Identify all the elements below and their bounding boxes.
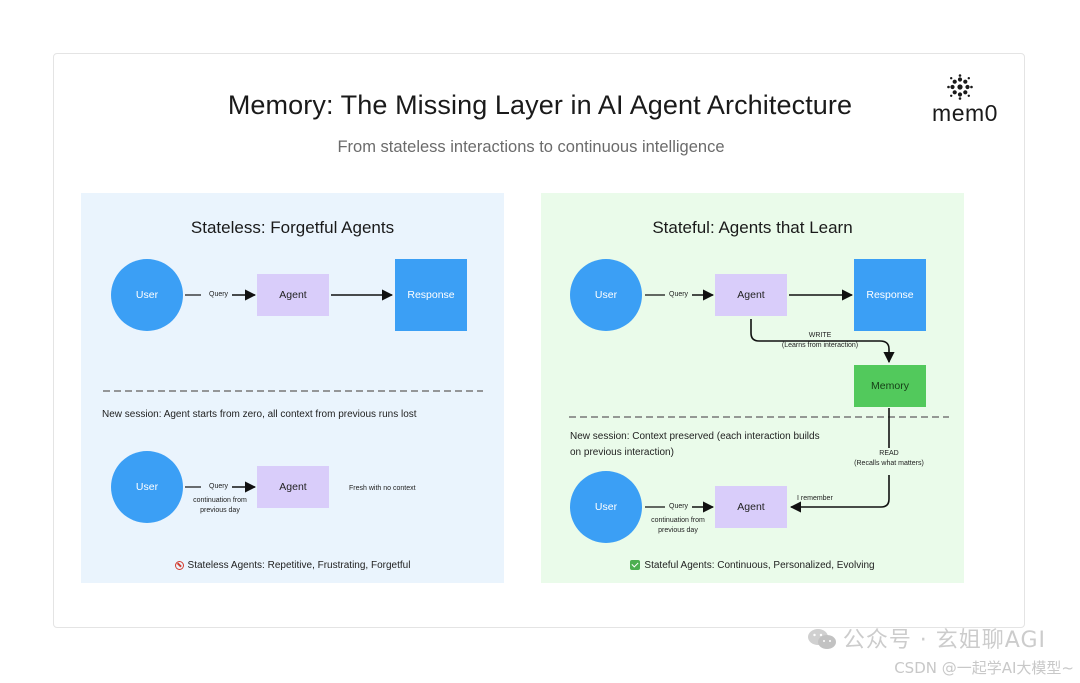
query-label: Query [669, 291, 689, 298]
continuation-line-1: continuation from [651, 517, 705, 524]
session-note: New session: Agent starts from zero, all… [102, 409, 417, 420]
write-label-sub: (Learns from interaction) [781, 342, 859, 350]
stateless-footer-text: Stateless Agents: Repetitive, Frustratin… [187, 560, 411, 571]
mem0-wordmark: mem0 [932, 100, 998, 126]
query-label-new-session: Query [669, 503, 689, 510]
session-note-line-2: on previous interaction) [570, 446, 674, 458]
watermark-text: 公众号 · 玄姐聊AGI [842, 628, 1046, 653]
user-node: User [111, 259, 183, 331]
memory-node: Memory [854, 365, 926, 407]
continuation-label: continuation from previous day [187, 496, 253, 516]
query-label: Query [209, 291, 229, 298]
read-label: READ (Recalls what matters) [846, 449, 932, 470]
session-note-line-1: New session: Context preserved (each int… [570, 431, 820, 442]
query-label-new-session: Query [209, 483, 229, 490]
write-label: WRITE (Learns from interaction) [774, 331, 866, 351]
user-node-new-session: User [570, 471, 642, 543]
prohibited-icon [174, 561, 184, 570]
mem0-logo: mem0 [920, 74, 1000, 130]
read-label-title: READ [879, 450, 899, 457]
response-node: Response [395, 259, 467, 331]
agent-node-new-session: Agent [715, 486, 787, 528]
stateful-footer: Stateful Agents: Continuous, Personalize… [541, 560, 964, 571]
read-label-sub: (Recalls what matters) [854, 460, 924, 468]
continuation-line-1: continuation from [193, 497, 247, 504]
user-node-new-session: User [111, 451, 183, 523]
continuation-line-2: previous day [658, 527, 698, 535]
wechat-watermark: 公众号 · 玄姐聊AGI [807, 622, 1046, 654]
no-context-note: Fresh with no context [349, 485, 416, 492]
agent-node-new-session: Agent [257, 466, 329, 508]
stateful-footer-text: Stateful Agents: Continuous, Personalize… [644, 560, 875, 571]
mem0-dots-icon [947, 74, 973, 100]
continuation-label: continuation from previous day [645, 516, 711, 536]
agent-node: Agent [715, 274, 787, 316]
stateful-title: Stateful: Agents that Learn [652, 218, 853, 237]
stateful-panel: Stateful: Agents that Learn User Query A… [541, 193, 964, 583]
wechat-icon [807, 629, 836, 649]
stateless-title: Stateless: Forgetful Agents [190, 218, 395, 237]
user-node: User [570, 259, 642, 331]
response-node: Response [854, 259, 926, 331]
continuation-line-2: previous day [200, 507, 240, 515]
csdn-credit: CSDN @一起学AI大模型~ [894, 659, 1074, 677]
check-mark-icon [630, 560, 641, 570]
session-note: New session: Context preserved (each int… [570, 429, 820, 460]
agent-node: Agent [257, 274, 329, 316]
stateless-connectors [103, 289, 483, 493]
diagram-subtitle: From stateless interactions to continuou… [337, 138, 725, 156]
write-label-title: WRITE [808, 332, 832, 339]
diagram-title: Memory: The Missing Layer in AI Agent Ar… [227, 90, 853, 120]
stateless-footer: Stateless Agents: Repetitive, Frustratin… [81, 560, 504, 571]
i-remember-label: I remember [797, 495, 833, 502]
stateless-panel: Stateless: Forgetful Agents User Query A… [81, 193, 504, 583]
